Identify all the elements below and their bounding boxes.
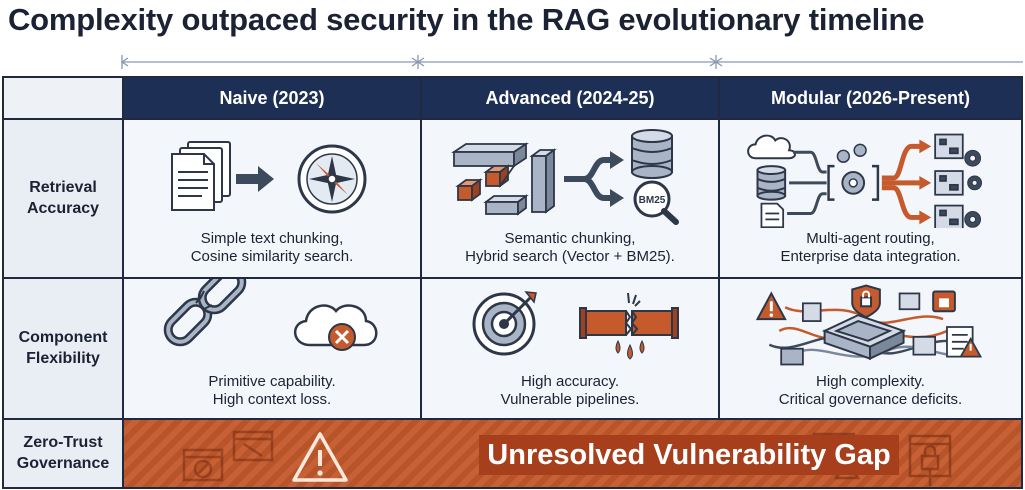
cell-text-line: Cosine similarity search. — [190, 248, 354, 266]
cell-text-line: Vulnerable pipelines. — [500, 391, 640, 409]
corner-cell — [4, 78, 122, 118]
row-header-component-flexibility: Component Flexibility — [4, 279, 122, 418]
routing-lines-icon — [787, 150, 827, 215]
cell-naive-retrieval: Simple text chunking, Cosine similarity … — [124, 120, 420, 277]
cell-text-line: Enterprise data integration. — [780, 248, 961, 266]
text-documents-icon — [171, 141, 231, 211]
server-hub-icon — [822, 314, 907, 361]
arrow-right-icon — [236, 166, 274, 192]
compass-icon — [297, 144, 367, 214]
row-label-line: Zero-Trust — [23, 433, 103, 451]
network-nodes-icon — [780, 292, 974, 366]
semantic-blocks-icon — [451, 142, 557, 216]
comparison-matrix: Naive (2023) Advanced (2024-25) Modular … — [2, 76, 1023, 489]
gear-icon — [964, 149, 983, 228]
cell-text-line: Hybrid search (Vector + BM25). — [465, 248, 675, 266]
warning-triangle-icon — [292, 432, 348, 482]
cell-text-line: Primitive capability. — [208, 372, 336, 390]
cloud-error-icon — [294, 304, 378, 351]
output-arrows-icon — [881, 143, 922, 220]
cell-modular-flexibility: High complexity. Critical governance def… — [720, 279, 1021, 418]
vulnerability-gap-band: Unresolved Vulnerability Gap — [124, 420, 1021, 487]
timeline-ruler — [120, 55, 1023, 69]
row-label-line: Accuracy — [26, 199, 100, 217]
leak-drops-icon — [615, 339, 645, 360]
cell-advanced-flexibility: High accuracy. Vulnerable pipelines. — [422, 279, 718, 418]
bm25-label: BM25 — [639, 195, 666, 206]
cell-text-line: High accuracy. — [520, 372, 620, 390]
bm25-search-icon: BM25 — [633, 180, 679, 225]
cell-naive-flexibility: Primitive capability. High context loss. — [124, 279, 420, 418]
row-header-zero-trust-governance: Zero-Trust Governance — [4, 420, 122, 487]
document-icon — [760, 202, 785, 228]
page-title: Complexity outpaced security in the RAG … — [8, 2, 925, 37]
cell-advanced-retrieval: BM25 Semantic chunking, Hybrid search (V… — [422, 120, 718, 277]
cell-text-line: Multi-agent routing, — [806, 229, 935, 247]
target-icon — [472, 291, 537, 356]
locked-window-icon — [908, 434, 952, 486]
lock-shield-icon — [851, 284, 956, 319]
broken-pipeline-icon — [579, 292, 679, 339]
cell-text-line: High context loss. — [212, 391, 332, 409]
row-label-line: Retrieval — [29, 178, 97, 196]
column-header-naive: Naive (2023) — [124, 78, 420, 118]
database-icon — [756, 165, 787, 201]
row-label-line: Flexibility — [26, 349, 100, 367]
blocked-window-icon — [182, 430, 274, 482]
cell-text-line: Simple text chunking, — [200, 229, 344, 247]
cell-text-line: Critical governance deficits. — [778, 391, 963, 409]
flowchart-panels-icon — [934, 133, 964, 228]
database-icon — [631, 129, 673, 179]
column-header-advanced: Advanced (2024-25) — [422, 78, 718, 118]
cell-text-line: Semantic chunking, — [504, 229, 636, 247]
warning-triangle-icon — [755, 291, 787, 321]
vulnerability-gap-label: Unresolved Vulnerability Gap — [479, 435, 899, 475]
broken-chain-icon — [163, 279, 247, 347]
row-label-line: Component — [18, 328, 108, 346]
cell-modular-retrieval: Multi-agent routing, Enterprise data int… — [720, 120, 1021, 277]
split-arrow-icon — [564, 157, 612, 201]
cell-text-line: High complexity. — [816, 372, 925, 390]
row-header-retrieval-accuracy: Retrieval Accuracy — [4, 120, 122, 277]
row-label-line: Governance — [16, 454, 110, 472]
warning-triangle-icon — [959, 337, 983, 358]
cloud-icon — [747, 134, 796, 160]
column-header-modular: Modular (2026-Present) — [720, 78, 1021, 118]
agent-router-icon — [827, 143, 880, 201]
